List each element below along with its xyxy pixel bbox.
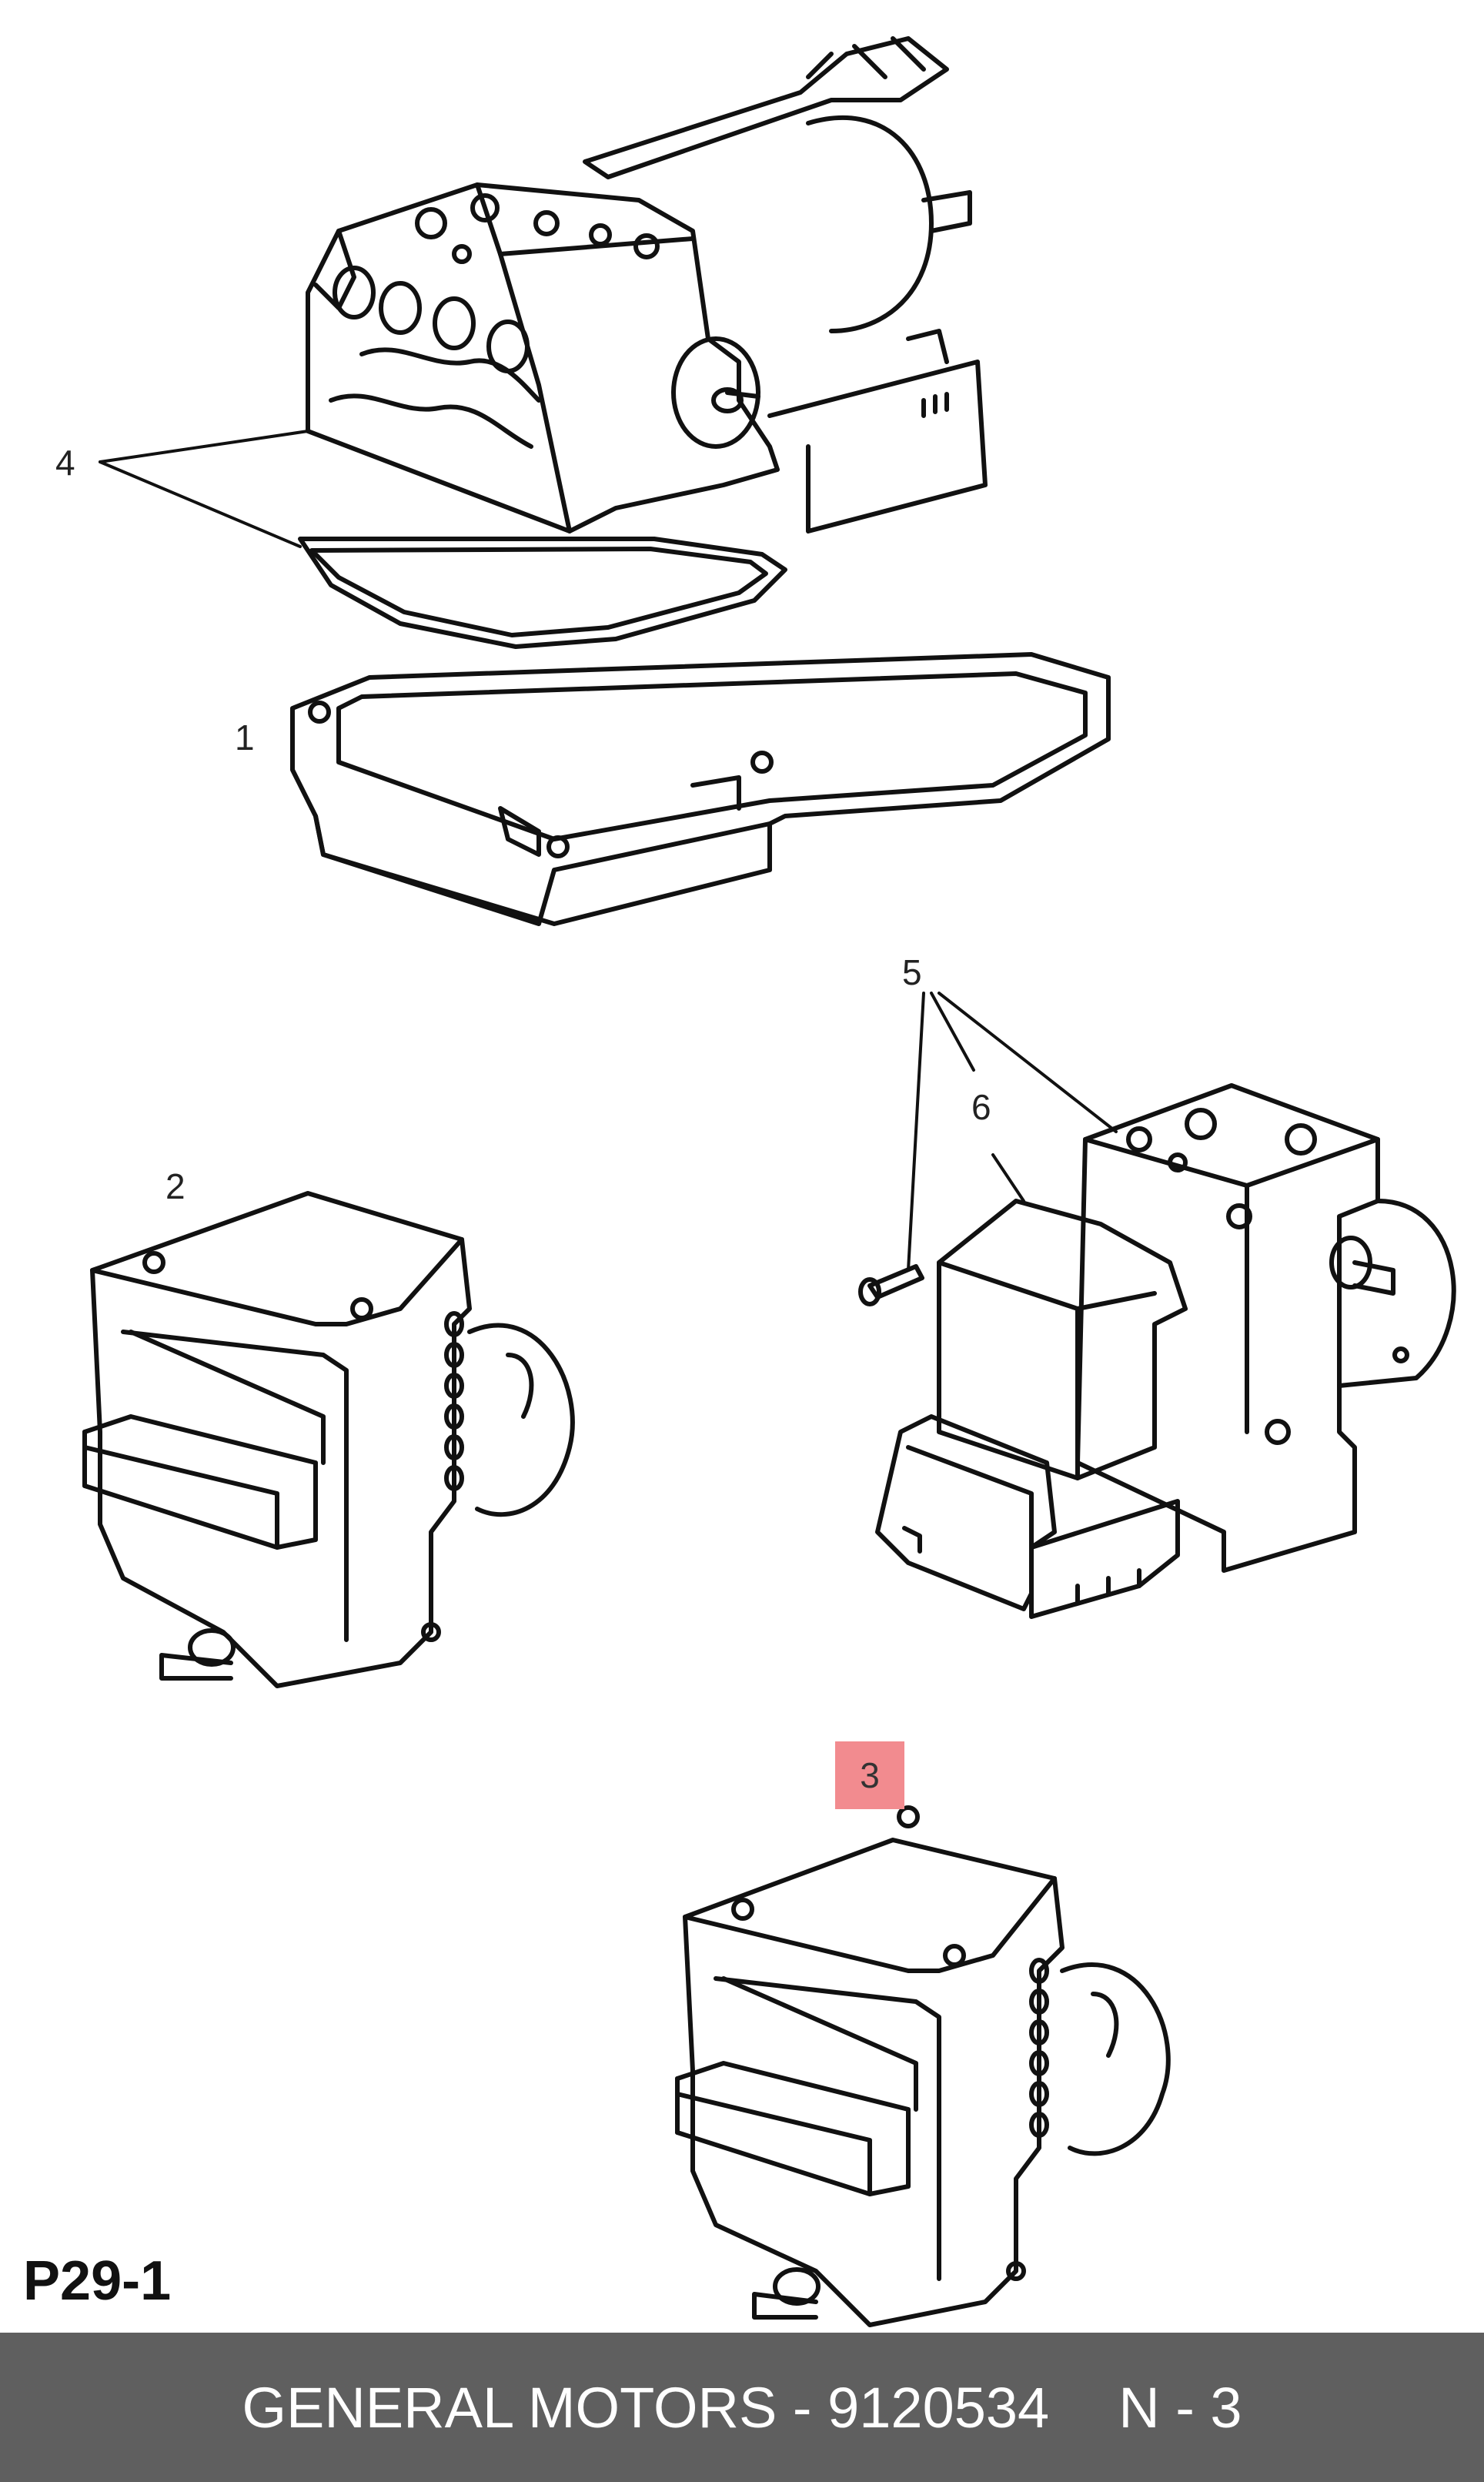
- footer-bar: GENERAL MOTORS - 9120534 N - 3: [0, 2333, 1484, 2482]
- plate-label: P29-1: [23, 2250, 172, 2312]
- callout-1: 1: [235, 718, 255, 758]
- callout-5: 5: [902, 952, 922, 992]
- callout-3-highlight: 3: [835, 1741, 904, 1809]
- gasket-seal: [298, 537, 787, 649]
- callout-3: 3: [860, 1755, 880, 1795]
- screw-part-5: [867, 1264, 924, 1300]
- footer-part-number: GENERAL MOTORS - 9120534: [242, 2375, 1050, 2440]
- footer-quantity: N - 3: [1118, 2375, 1242, 2440]
- callout-4: 4: [55, 443, 75, 483]
- housing-tray-part-1: [290, 652, 1111, 926]
- leader-lines: [99, 430, 1118, 1272]
- electronic-module-part-6: [937, 1199, 1188, 1480]
- control-module-part-2: [82, 1191, 575, 1688]
- callout-2: 2: [165, 1166, 186, 1206]
- callout-6: 6: [971, 1087, 991, 1127]
- hydraulic-unit-top: [306, 36, 988, 534]
- control-module-part-3: [675, 1805, 1171, 2327]
- assembled-abs-unit: [858, 1083, 1456, 1619]
